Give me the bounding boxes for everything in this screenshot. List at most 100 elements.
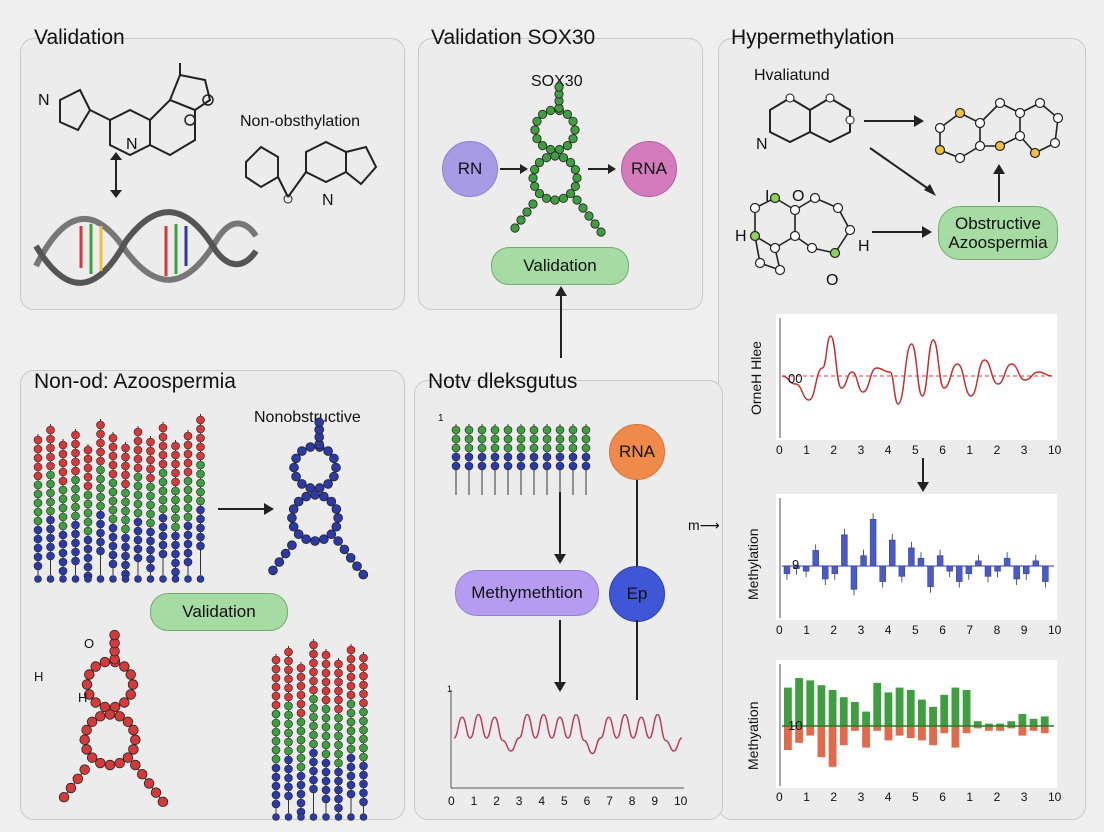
x-tick-label: 2: [493, 794, 500, 808]
x-tick-label: 0: [448, 794, 455, 808]
bar-negative: [1019, 726, 1027, 736]
bar-positive: [829, 690, 837, 726]
bar: [841, 535, 847, 566]
cpg-site: [478, 453, 486, 461]
cpg-site: [110, 576, 117, 583]
nucleotide: [297, 447, 306, 456]
chart-bottom-right-ytick: 10: [788, 718, 802, 733]
cpg-site: [184, 468, 192, 476]
cpg-site: [347, 718, 355, 726]
series-line: [782, 336, 1052, 404]
cpg-site: [322, 759, 330, 767]
nucleotide: [95, 711, 105, 721]
cpg-site: [310, 767, 318, 775]
atom: [846, 226, 855, 235]
cpg-site: [109, 488, 117, 496]
cpg-site: [59, 459, 67, 467]
cpg-site: [34, 553, 42, 561]
nucleotide: [573, 196, 581, 204]
atom: [1036, 99, 1045, 108]
cpg-site: [134, 500, 142, 508]
x-tick-label: 0: [776, 790, 783, 804]
cpg-site: [159, 469, 167, 477]
cpg-site: [569, 435, 577, 443]
cpg-site: [122, 498, 130, 506]
cpg-site: [122, 462, 130, 470]
cpg-site: [335, 786, 343, 794]
cpg-site: [556, 435, 564, 443]
nucleotide: [334, 513, 343, 522]
cpg-site: [530, 435, 538, 443]
atom: [1031, 149, 1040, 158]
cpg-site: [360, 814, 367, 821]
cpg-site: [34, 562, 42, 570]
cpg-site: [109, 515, 117, 523]
cpg-site: [285, 738, 293, 746]
cpg-site: [543, 462, 551, 470]
cpg-site: [297, 763, 305, 771]
cpg-site: [147, 474, 155, 482]
cpg-site: [310, 641, 318, 649]
cpg-site: [184, 450, 192, 458]
nucleotide: [84, 670, 94, 680]
cpg-site: [335, 687, 343, 695]
cpg-site: [322, 723, 330, 731]
bar-positive: [862, 712, 870, 726]
cpg-site: [360, 699, 368, 707]
cpg-site: [47, 435, 55, 443]
cpg-site: [285, 783, 293, 791]
cpg-site: [322, 786, 330, 794]
cpg-site: [122, 444, 130, 452]
cpg-site: [84, 446, 92, 454]
bar: [1042, 566, 1048, 582]
cpg-site: [465, 435, 473, 443]
cpg-site: [504, 426, 512, 434]
atom: [936, 146, 945, 155]
chart-top-right-plot: [776, 314, 1057, 440]
cpg-site: [72, 485, 80, 493]
cpg-site: [147, 447, 155, 455]
atom: [976, 142, 985, 151]
circle-rna-orange: RNA: [609, 424, 665, 480]
cpg-site: [347, 646, 355, 654]
cpg-site: [347, 700, 355, 708]
x-tick-label: 4: [538, 794, 545, 808]
cpg-site: [59, 522, 67, 530]
cpg-site: [159, 478, 167, 486]
cpg-site: [184, 459, 192, 467]
atom: [808, 244, 817, 253]
cpg-site: [109, 461, 117, 469]
cpg-site: [184, 495, 192, 503]
cpg-site: [335, 795, 343, 803]
cpg-site: [297, 664, 305, 672]
cpg-site: [159, 460, 167, 468]
bar-negative: [952, 726, 960, 748]
cpg-site: [272, 719, 280, 727]
atom: [996, 142, 1005, 151]
cpg-site: [59, 468, 67, 476]
cpg-site: [272, 656, 280, 664]
cpg-site: [97, 457, 105, 465]
nucleotide: [158, 797, 168, 807]
cpg-site: [109, 560, 117, 568]
cpg-site: [272, 746, 280, 754]
bar-positive: [851, 702, 859, 726]
cpg-site: [360, 798, 368, 806]
atom: [956, 154, 965, 163]
cpg-site: [172, 460, 180, 468]
bar-positive: [940, 695, 948, 726]
x-tick-label: 5: [912, 790, 919, 804]
nucleotide: [120, 662, 130, 672]
cpg-site: [197, 443, 205, 451]
x-tick-label: 2: [830, 623, 837, 637]
x-tick-label: 3: [1021, 790, 1028, 804]
bar-positive: [840, 697, 848, 726]
x-tick-label: 9: [1021, 623, 1028, 637]
nucleotide: [306, 443, 315, 452]
cpg-site: [322, 678, 330, 686]
x-tick-label: 5: [912, 443, 919, 457]
cpg-site: [310, 731, 318, 739]
cpg-site: [272, 755, 280, 763]
atom: [976, 119, 985, 128]
cpg-site: [84, 536, 92, 544]
